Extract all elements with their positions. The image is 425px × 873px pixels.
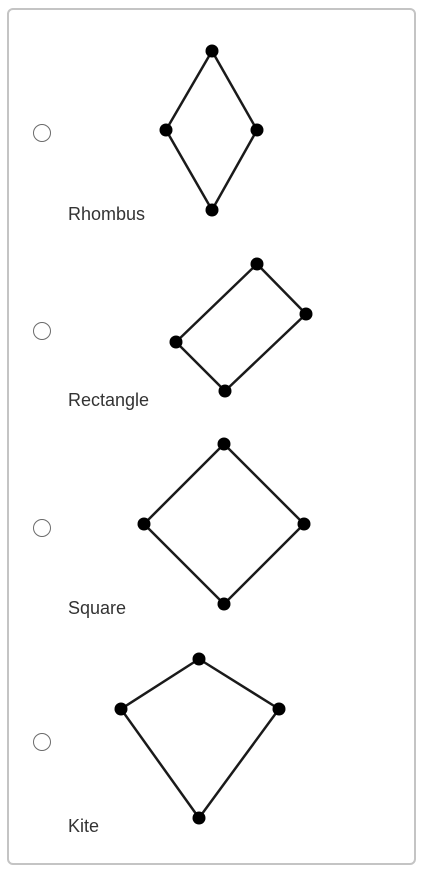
answer-option-rhombus[interactable]: Rhombus xyxy=(9,10,414,230)
option-label-rectangle: Rectangle xyxy=(68,390,150,410)
answer-choices-panel: Rhombus Rectangle Square xyxy=(7,8,416,865)
radio-button-kite[interactable] xyxy=(33,733,51,751)
answer-option-rectangle[interactable]: Rectangle xyxy=(9,10,414,420)
answer-option-square[interactable]: Square xyxy=(9,10,414,630)
answer-option-kite[interactable]: Kite xyxy=(9,10,414,850)
option-label-kite: Kite xyxy=(68,816,100,836)
option-label-rhombus: Rhombus xyxy=(68,204,146,224)
kite-figure-icon xyxy=(114,652,286,825)
radio-button-rhombus[interactable] xyxy=(33,124,51,142)
radio-button-rectangle[interactable] xyxy=(33,322,51,340)
rectangle-figure-icon xyxy=(169,257,313,398)
radio-button-square[interactable] xyxy=(33,519,51,537)
rhombus-figure-icon xyxy=(159,44,264,217)
square-figure-icon xyxy=(137,437,311,611)
option-label-square: Square xyxy=(68,598,127,618)
